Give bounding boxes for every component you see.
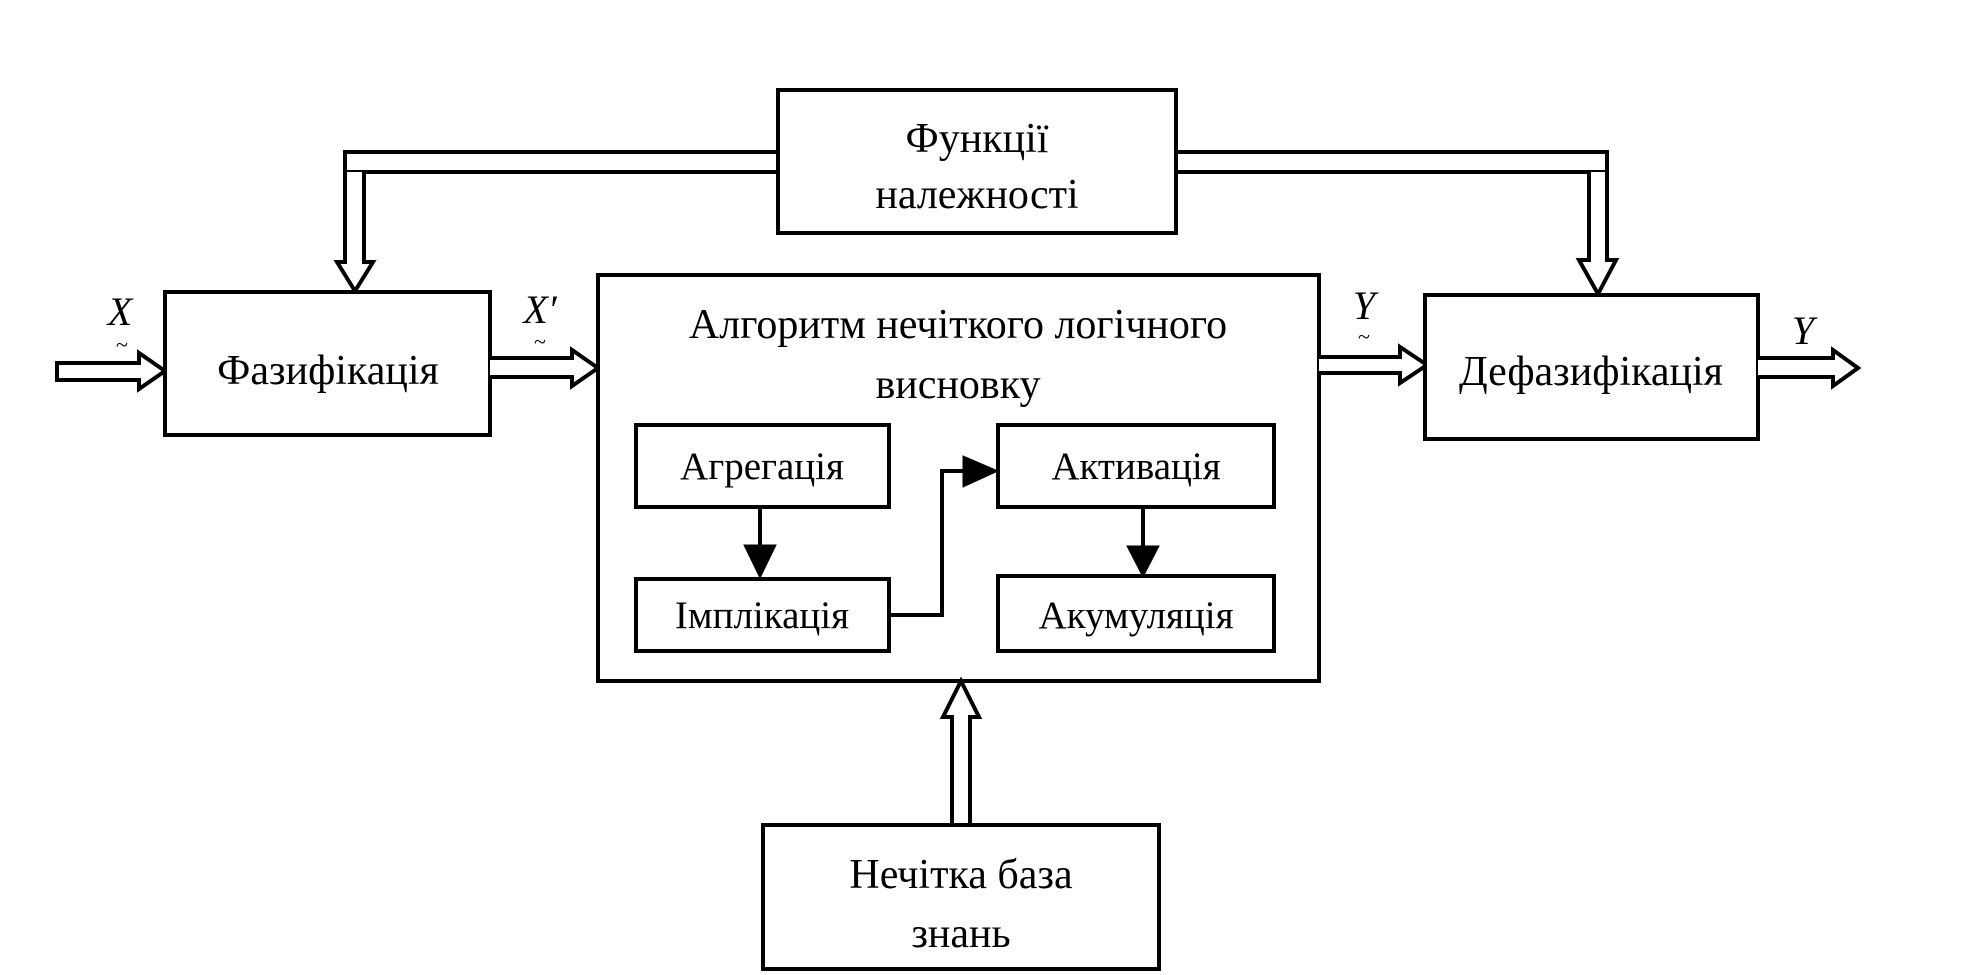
fuzzification-label: Фазифікація	[217, 348, 439, 394]
membership-bus-left	[333, 150, 778, 295]
output-symbol-y: Y	[1792, 308, 1818, 353]
arrow-fuzzification-to-inference	[490, 346, 602, 390]
knowledge-base-label-line1: Нечітка база	[849, 852, 1073, 898]
activation-label: Активація	[1051, 445, 1220, 488]
knowledge-base-block: Нечітка база знань	[761, 823, 1161, 971]
implication-box	[634, 577, 891, 653]
defuzzification-box	[1423, 293, 1760, 441]
membership-label-line2: належності	[875, 172, 1078, 218]
fuzzified-signal: X′ ~	[490, 287, 602, 390]
arrow-activation-to-accumulation-head	[1126, 545, 1160, 579]
arrow-aggregation-to-implication-head	[743, 544, 777, 580]
implication-label: Імплікація	[675, 594, 849, 637]
fuzzified-symbol-x-prime: X′	[521, 287, 557, 332]
arrow-knowledge-base-to-inference	[939, 676, 983, 825]
arrow-membership-to-fuzzification	[333, 172, 377, 295]
knowledge-base-box	[761, 823, 1161, 971]
input-signal: X ~	[55, 289, 169, 393]
bus-left-horizontal	[343, 150, 778, 174]
arrow-input-to-fuzzification	[55, 349, 169, 393]
membership-functions-block: Функції належності	[776, 88, 1178, 235]
fuzzy-output-symbol-y: Y	[1353, 283, 1379, 328]
arrow-membership-to-defuzzification	[1575, 172, 1620, 299]
output-signal: Y	[1758, 308, 1862, 390]
inference-title-line1: Алгоритм нечіткого логічного	[689, 302, 1227, 348]
accumulation-box	[996, 574, 1276, 653]
activation-box	[996, 423, 1276, 509]
defuzzification-label: Дефазифікація	[1459, 349, 1723, 395]
membership-functions-box	[776, 88, 1178, 235]
fuzzification-block: Фазифікація	[163, 290, 492, 437]
accumulation-label: Акумуляція	[1038, 594, 1233, 637]
aggregation-box	[634, 423, 891, 509]
fuzzy-output-tilde: ~	[1358, 324, 1370, 349]
fuzzification-box	[163, 290, 492, 437]
input-symbol-x: X	[106, 289, 134, 334]
arrow-implication-to-activation-path	[889, 469, 965, 617]
membership-bus-right	[1176, 150, 1620, 299]
membership-label-line1: Функції	[906, 116, 1049, 162]
aggregation-label: Агрегація	[680, 445, 844, 488]
defuzzification-block: Дефазифікація	[1423, 293, 1760, 441]
bus-right-horizontal	[1176, 150, 1609, 174]
knowledge-base-label-line2: знань	[911, 911, 1010, 957]
input-tilde: ~	[116, 332, 128, 357]
inference-algorithm-block: Алгоритм нечіткого логічного висновку Аг…	[596, 273, 1321, 683]
arrow-defuzzification-to-output	[1758, 346, 1862, 390]
inference-title-line2: висновку	[875, 362, 1040, 408]
fuzzy-output-signal: Y ~	[1319, 283, 1431, 387]
arrow-inference-to-defuzzification	[1319, 343, 1431, 387]
fuzzified-tilde: ~	[534, 329, 546, 354]
arrow-implication-to-activation-head	[962, 455, 1000, 488]
